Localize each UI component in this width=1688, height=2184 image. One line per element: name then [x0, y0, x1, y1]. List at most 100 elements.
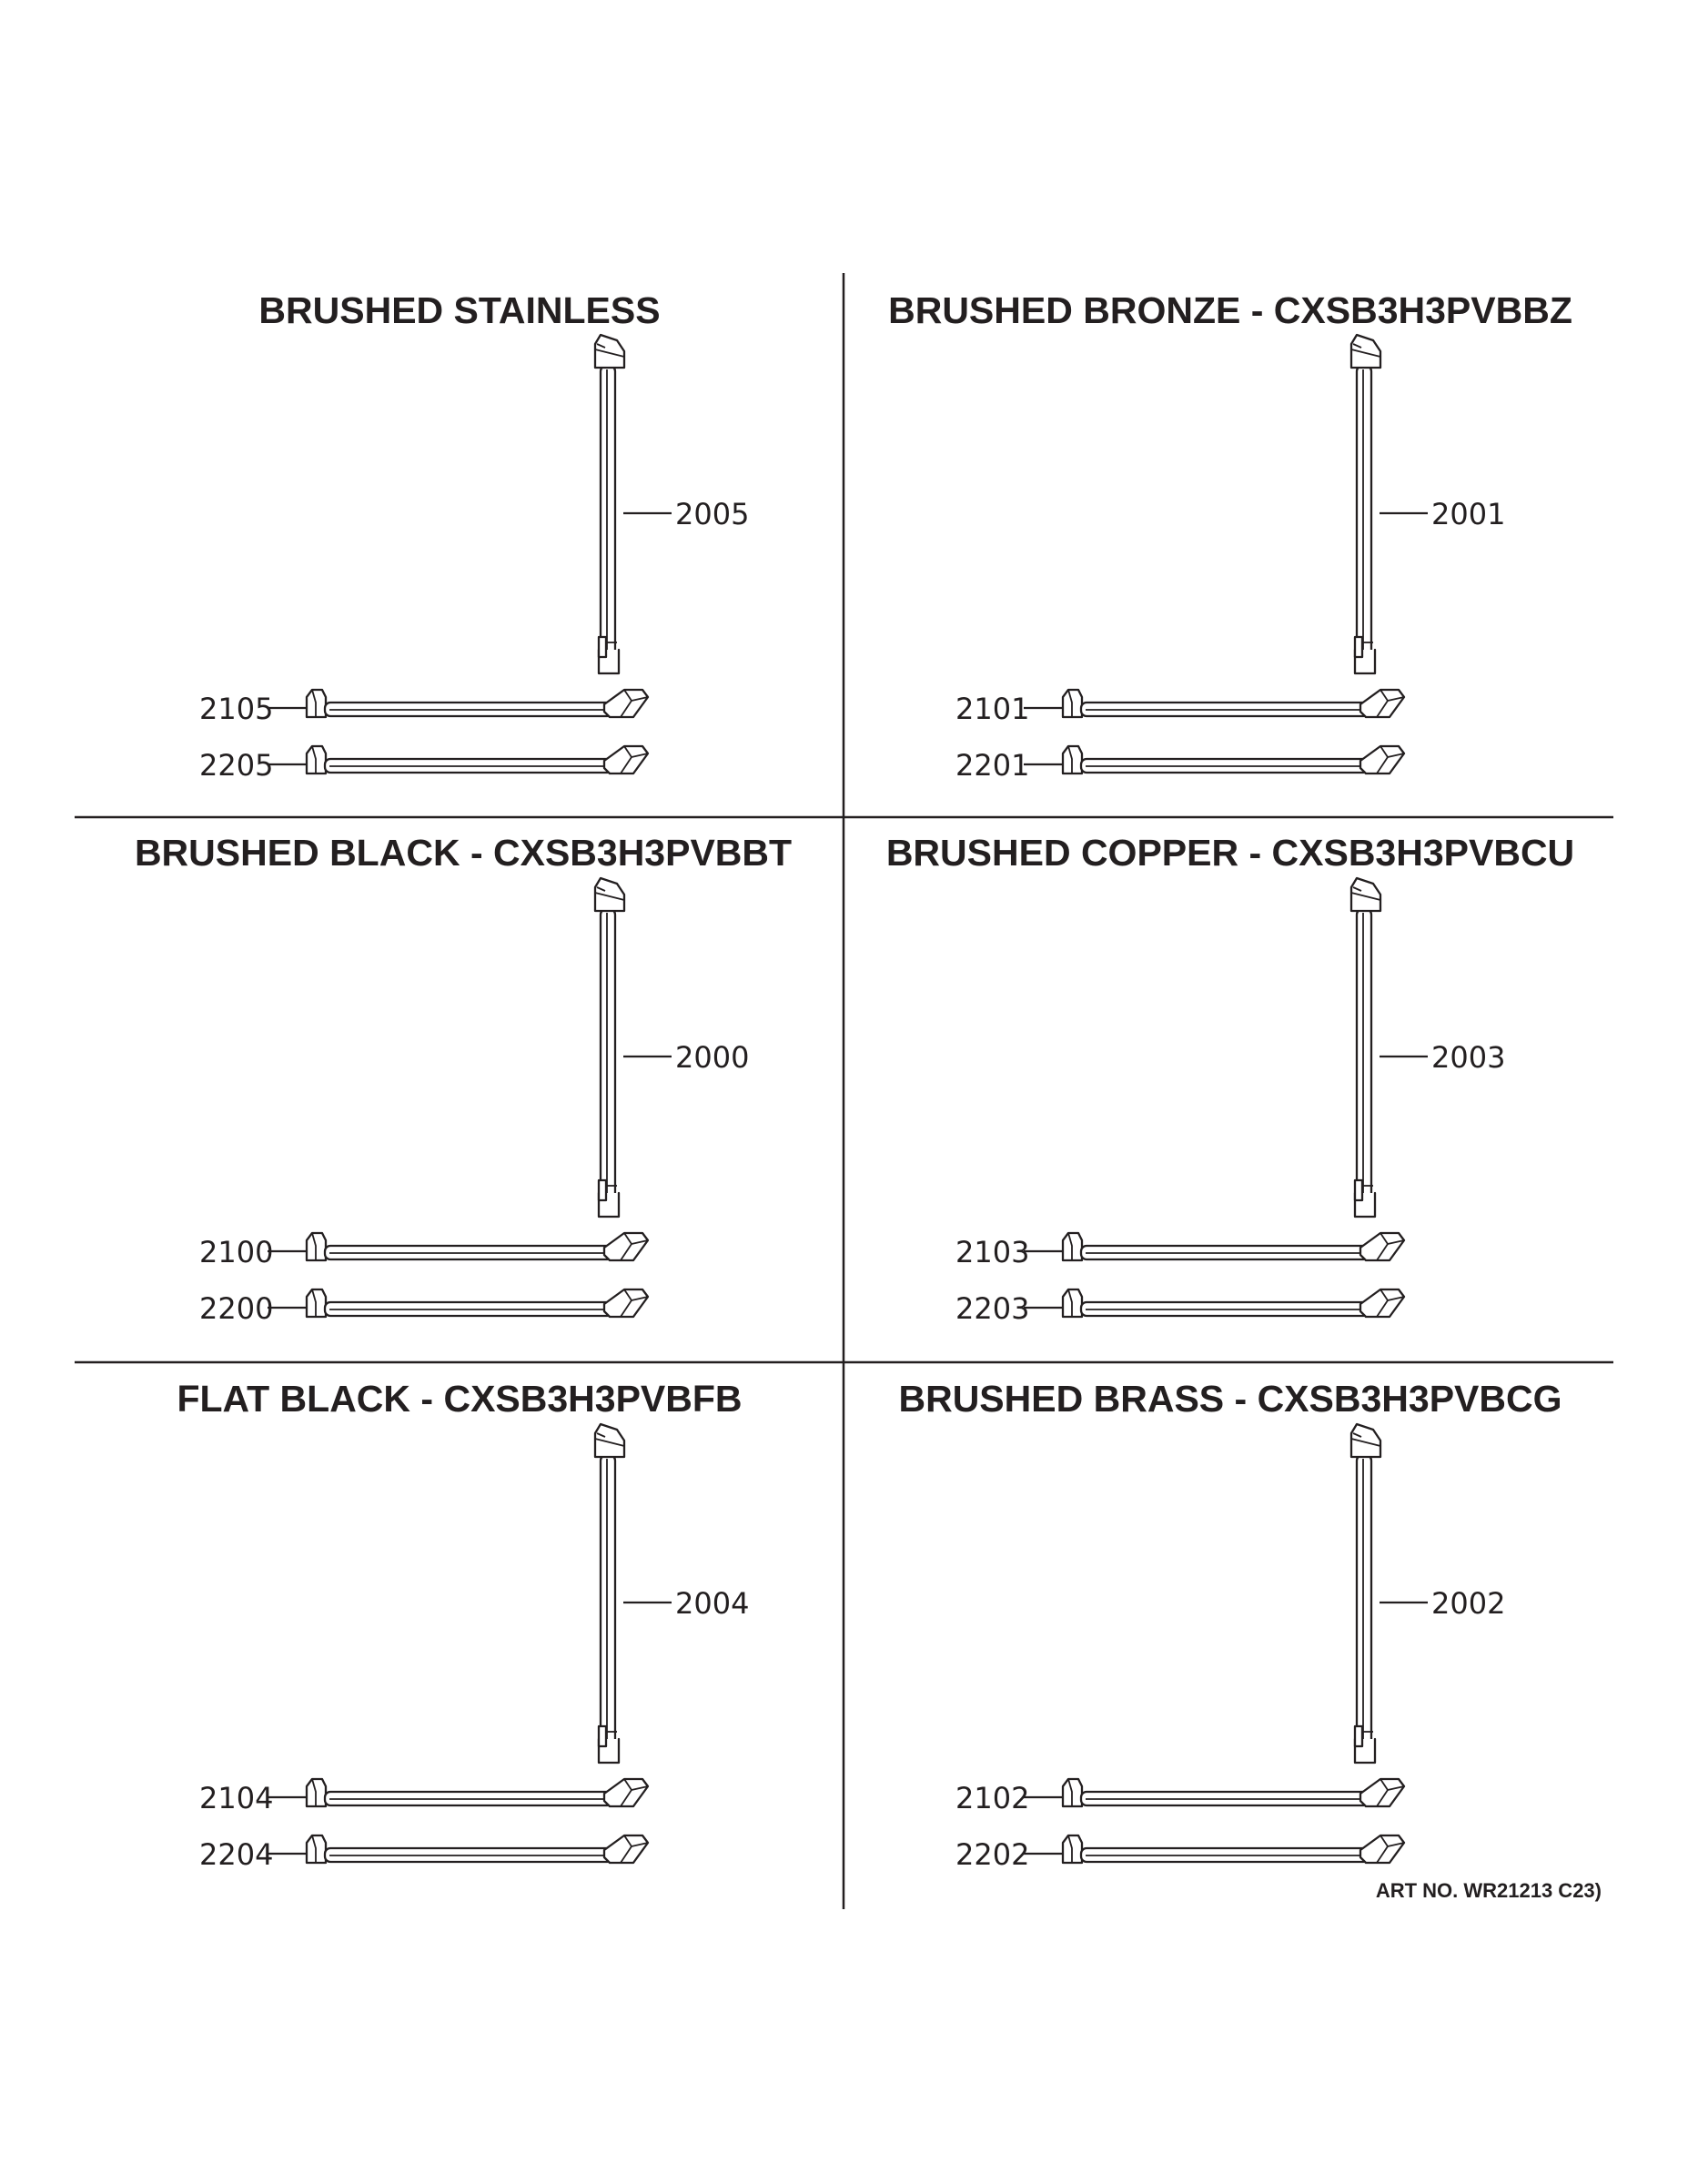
left-bracket-edge	[311, 1778, 317, 1806]
lower-handle-bottom	[1061, 1834, 1406, 1865]
end-cap-bottom-foot	[1353, 1178, 1364, 1202]
lower-handle-top	[1061, 1231, 1406, 1262]
part-number-lower-top: 2105	[199, 692, 273, 726]
end-cap-bottom-foot	[597, 635, 608, 659]
left-bracket-edge	[1067, 745, 1073, 774]
panel-flat-black: FLAT BLACK - CXSB3H3PVBFB 2004 2104 2204	[177, 1378, 749, 1872]
end-cap-top	[1349, 876, 1382, 913]
right-end-cap-edge	[1376, 1243, 1389, 1261]
lower-handle-top	[305, 1231, 650, 1262]
right-end-cap	[602, 1834, 650, 1865]
part-number-vertical: 2000	[675, 1040, 749, 1075]
right-end-cap-edge	[620, 756, 632, 774]
right-end-cap	[602, 1288, 650, 1319]
right-end-cap-edge	[620, 1789, 632, 1807]
part-number-vertical: 2003	[1431, 1040, 1505, 1075]
end-cap-edge	[594, 892, 625, 901]
right-end-cap-edge	[1376, 1845, 1389, 1864]
end-cap-detail	[1352, 343, 1362, 349]
end-cap-detail	[1352, 1432, 1362, 1438]
lower-handle-bottom	[1061, 1288, 1406, 1319]
panel-title: BRUSHED COPPER - CXSB3H3PVBCU	[886, 832, 1574, 874]
end-cap-detail	[596, 886, 606, 892]
panel-title: BRUSHED BLACK - CXSB3H3PVBBT	[135, 832, 792, 874]
right-end-cap	[1359, 1288, 1406, 1319]
part-number-lower-bottom: 2204	[199, 1837, 273, 1872]
vertical-handle	[1349, 333, 1382, 675]
panel-title: BRUSHED STAINLESS	[258, 289, 660, 331]
right-end-cap-edge	[1376, 1789, 1389, 1807]
end-cap-edge	[594, 1438, 625, 1447]
left-bracket-edge	[311, 1232, 317, 1260]
panel-title: BRUSHED BRONZE - CXSB3H3PVBBZ	[888, 289, 1572, 331]
panel-brushed-brass: BRUSHED BRASS - CXSB3H3PVBCG 2002 2102 2…	[898, 1378, 1562, 1872]
part-number-lower-top: 2103	[955, 1235, 1029, 1269]
end-cap-detail	[596, 343, 606, 349]
end-cap-bottom-foot	[597, 1178, 608, 1202]
vertical-handle	[593, 876, 626, 1218]
lower-handle-top	[1061, 1777, 1406, 1808]
right-end-cap	[1359, 1834, 1406, 1865]
handle-rod	[1355, 364, 1373, 657]
end-cap-bottom-foot	[1353, 1724, 1364, 1748]
part-number-lower-bottom: 2201	[955, 748, 1029, 783]
lower-handle-top	[1061, 688, 1406, 719]
lower-handle-top	[305, 1777, 650, 1808]
part-number-vertical: 2002	[1431, 1586, 1505, 1621]
part-number-lower-top: 2104	[199, 1781, 273, 1815]
handle-rod	[1355, 1453, 1373, 1746]
right-end-cap-edge	[1376, 1299, 1389, 1318]
end-cap-top	[593, 333, 626, 369]
end-cap-edge	[594, 349, 625, 358]
handle-rod	[599, 907, 617, 1200]
left-bracket-edge	[1067, 689, 1073, 717]
panel-title: FLAT BLACK - CXSB3H3PVBFB	[177, 1378, 742, 1420]
part-number-lower-bottom: 2203	[955, 1291, 1029, 1326]
art-number: ART NO. WR21213 C23)	[1376, 1879, 1602, 1902]
right-end-cap	[1359, 744, 1406, 775]
lower-handle-bottom	[1061, 744, 1406, 775]
panel-title: BRUSHED BRASS - CXSB3H3PVBCG	[898, 1378, 1562, 1420]
right-end-cap-edge	[620, 1299, 632, 1318]
left-bracket-edge	[1067, 1232, 1073, 1260]
end-cap-detail	[596, 1432, 606, 1438]
panel-brushed-stainless: BRUSHED STAINLESS 2005 2105 2205	[199, 289, 749, 783]
end-cap-edge	[1350, 1438, 1381, 1447]
right-end-cap-edge	[620, 1845, 632, 1864]
right-end-cap	[1359, 1231, 1406, 1262]
end-cap-top	[593, 876, 626, 913]
right-end-cap	[602, 1231, 650, 1262]
left-bracket-edge	[311, 689, 317, 717]
right-end-cap-edge	[1376, 700, 1389, 718]
end-cap-top	[1349, 1422, 1382, 1459]
part-number-vertical: 2005	[675, 497, 749, 531]
end-cap-edge	[1350, 349, 1381, 358]
lower-handle-top	[305, 688, 650, 719]
panel-brushed-black: BRUSHED BLACK - CXSB3H3PVBBT 2000 2100 2…	[135, 832, 792, 1326]
part-number-vertical: 2004	[675, 1586, 749, 1621]
left-bracket-edge	[1067, 1289, 1073, 1317]
right-end-cap	[602, 688, 650, 719]
end-cap-bottom-foot	[597, 1724, 608, 1748]
vertical-handle	[1349, 1422, 1382, 1764]
right-end-cap	[1359, 688, 1406, 719]
part-number-lower-bottom: 2200	[199, 1291, 273, 1326]
lower-handle-bottom	[305, 1834, 650, 1865]
part-number-lower-top: 2100	[199, 1235, 273, 1269]
end-cap-top	[1349, 333, 1382, 369]
vertical-handle	[593, 333, 626, 675]
handle-rod	[599, 1453, 617, 1746]
handle-rod	[599, 364, 617, 657]
part-number-lower-top: 2101	[955, 692, 1029, 726]
left-bracket-edge	[311, 745, 317, 774]
right-end-cap-edge	[620, 1243, 632, 1261]
lower-handle-bottom	[305, 744, 650, 775]
left-bracket-edge	[311, 1289, 317, 1317]
handle-rod	[1355, 907, 1373, 1200]
right-end-cap	[1359, 1777, 1406, 1808]
end-cap-bottom-foot	[1353, 635, 1364, 659]
panel-brushed-copper: BRUSHED COPPER - CXSB3H3PVBCU 2003 2103 …	[886, 832, 1574, 1326]
left-bracket-edge	[1067, 1835, 1073, 1863]
end-cap-top	[593, 1422, 626, 1459]
